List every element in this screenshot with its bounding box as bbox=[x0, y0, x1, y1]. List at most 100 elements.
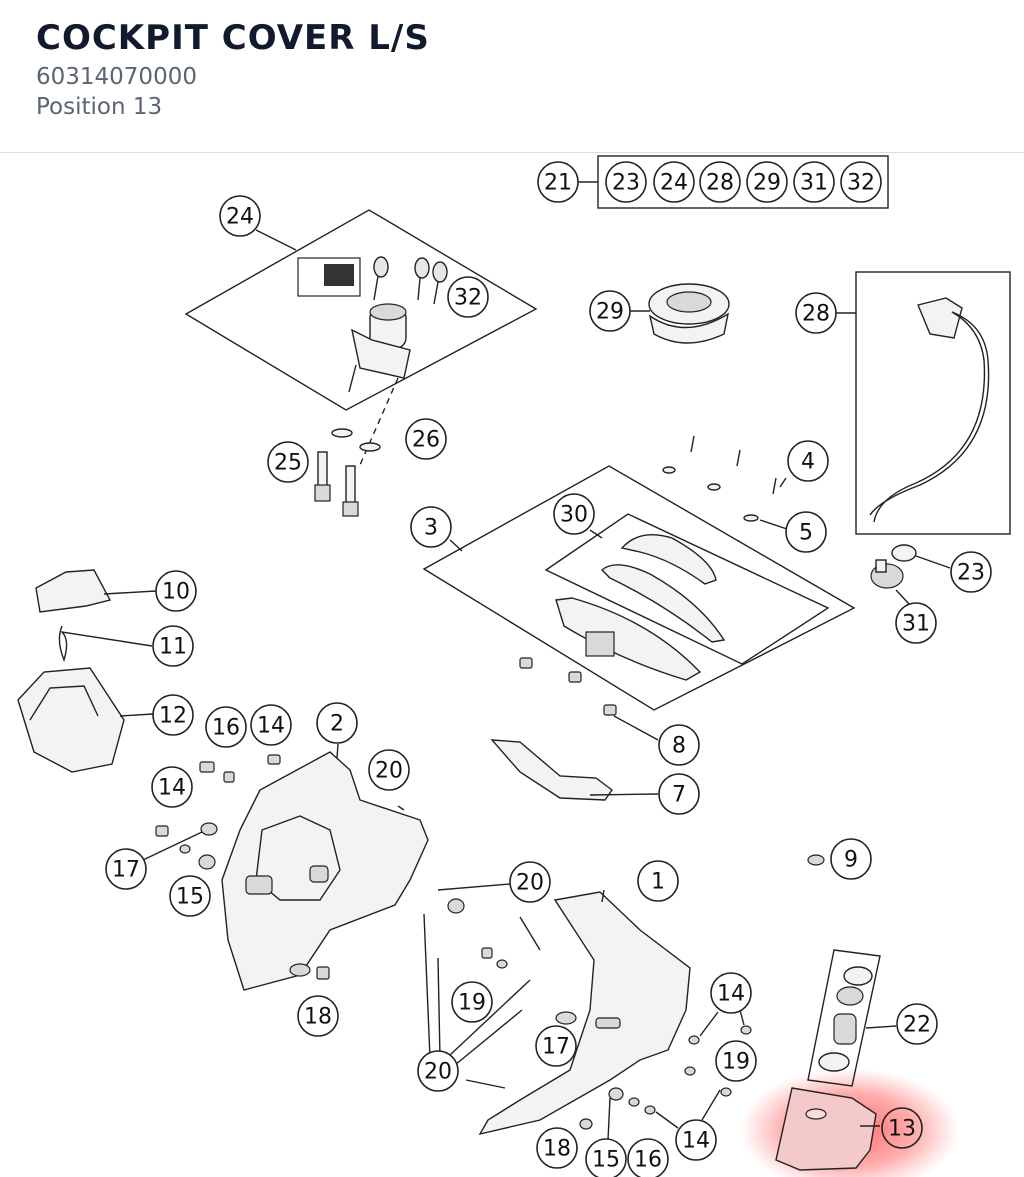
callout-31[interactable]: 31 bbox=[895, 602, 937, 644]
callout-1[interactable]: 1 bbox=[637, 860, 679, 902]
callout-8[interactable]: 8 bbox=[658, 724, 700, 766]
callout-10[interactable]: 10 bbox=[155, 570, 197, 612]
callout-26[interactable]: 26 bbox=[405, 418, 447, 460]
callout-14[interactable]: 14 bbox=[151, 766, 193, 808]
callout-31[interactable]: 31 bbox=[793, 161, 835, 203]
callout-19[interactable]: 19 bbox=[451, 981, 493, 1023]
callout-label: 29 bbox=[596, 300, 624, 325]
callout-label: 2 bbox=[330, 712, 344, 737]
callout-24[interactable]: 24 bbox=[653, 161, 695, 203]
bolt-icon bbox=[314, 428, 381, 517]
screw-set-20 bbox=[423, 883, 577, 1089]
callout-circle bbox=[219, 195, 261, 237]
callout-label: 20 bbox=[375, 759, 403, 784]
callout-15[interactable]: 15 bbox=[169, 875, 211, 917]
callout-24[interactable]: 24 bbox=[219, 195, 261, 237]
callout-label: 19 bbox=[458, 991, 486, 1016]
callout-label: 21 bbox=[544, 171, 572, 196]
callout-label: 20 bbox=[424, 1060, 452, 1085]
frame-part-2 bbox=[221, 743, 429, 991]
callout-23[interactable]: 23 bbox=[605, 161, 647, 203]
callout-28[interactable]: 28 bbox=[699, 161, 741, 203]
callout-circle bbox=[410, 506, 452, 548]
callout-15[interactable]: 15 bbox=[585, 1138, 627, 1177]
callout-5[interactable]: 5 bbox=[785, 511, 827, 553]
callout-label: 14 bbox=[717, 982, 745, 1007]
callout-label: 23 bbox=[612, 171, 640, 196]
callout-label: 17 bbox=[112, 858, 140, 883]
bushing-icons bbox=[519, 657, 659, 741]
callout-12[interactable]: 12 bbox=[152, 694, 194, 736]
callout-circle bbox=[535, 1025, 577, 1067]
callout-circle bbox=[840, 161, 882, 203]
callout-16[interactable]: 16 bbox=[627, 1138, 669, 1177]
small-hardware-icons bbox=[142, 754, 405, 980]
callout-label: 14 bbox=[158, 776, 186, 801]
callout-circle bbox=[715, 1040, 757, 1082]
callout-3[interactable]: 3 bbox=[410, 506, 452, 548]
callout-circle bbox=[950, 551, 992, 593]
callout-circle bbox=[451, 981, 493, 1023]
callout-18[interactable]: 18 bbox=[297, 995, 339, 1037]
callout-2[interactable]: 2 bbox=[316, 702, 358, 744]
callout-30[interactable]: 30 bbox=[553, 493, 595, 535]
callout-22[interactable]: 22 bbox=[896, 1003, 938, 1045]
callout-circle bbox=[155, 570, 197, 612]
callout-14[interactable]: 14 bbox=[675, 1119, 717, 1161]
callout-21[interactable]: 21 bbox=[537, 161, 579, 203]
callout-14[interactable]: 14 bbox=[250, 704, 292, 746]
callout-19[interactable]: 19 bbox=[715, 1040, 757, 1082]
callout-32[interactable]: 32 bbox=[447, 276, 489, 318]
callout-label: 7 bbox=[672, 783, 686, 808]
callout-28[interactable]: 28 bbox=[795, 292, 837, 334]
callout-label: 31 bbox=[902, 612, 930, 637]
position-label: Position 13 bbox=[36, 94, 163, 120]
callout-circle bbox=[585, 1138, 627, 1177]
callout-circle bbox=[536, 1127, 578, 1169]
callout-7[interactable]: 7 bbox=[658, 773, 700, 815]
callout-circle bbox=[152, 625, 194, 667]
callout-11[interactable]: 11 bbox=[152, 625, 194, 667]
lock-assembly-frame-22 bbox=[807, 949, 881, 1087]
callout-label: 16 bbox=[634, 1148, 662, 1173]
callout-circle bbox=[152, 694, 194, 736]
callout-circle bbox=[658, 773, 700, 815]
callout-circle bbox=[895, 602, 937, 644]
callout-label: 18 bbox=[543, 1137, 571, 1162]
callout-16[interactable]: 16 bbox=[205, 706, 247, 748]
callout-label: 20 bbox=[516, 871, 544, 896]
callout-circle bbox=[675, 1119, 717, 1161]
callout-20[interactable]: 20 bbox=[368, 749, 410, 791]
callout-9[interactable]: 9 bbox=[830, 838, 872, 880]
callout-20[interactable]: 20 bbox=[417, 1050, 459, 1092]
callout-29[interactable]: 29 bbox=[746, 161, 788, 203]
callout-label: 31 bbox=[800, 171, 828, 196]
callout-17[interactable]: 17 bbox=[535, 1025, 577, 1067]
ignition-lock-icon bbox=[348, 303, 411, 466]
callout-20[interactable]: 20 bbox=[509, 861, 551, 903]
callout-23[interactable]: 23 bbox=[950, 551, 992, 593]
callout-circle bbox=[896, 1003, 938, 1045]
callout-14[interactable]: 14 bbox=[710, 972, 752, 1014]
callout-circle bbox=[417, 1050, 459, 1092]
callout-label: 28 bbox=[706, 171, 734, 196]
callout-label: 15 bbox=[176, 885, 204, 910]
callout-29[interactable]: 29 bbox=[589, 290, 631, 332]
part-7-bracket bbox=[490, 739, 613, 801]
callout-label: 5 bbox=[799, 521, 813, 546]
callout-4[interactable]: 4 bbox=[787, 440, 829, 482]
callout-circle bbox=[785, 511, 827, 553]
callout-17[interactable]: 17 bbox=[105, 848, 147, 890]
callout-label: 28 bbox=[802, 302, 830, 327]
callout-label: 1 bbox=[651, 870, 665, 895]
callout-25[interactable]: 25 bbox=[267, 441, 309, 483]
callout-32[interactable]: 32 bbox=[840, 161, 882, 203]
callout-13[interactable]: 13 bbox=[881, 1107, 923, 1149]
callout-label: 22 bbox=[903, 1013, 931, 1038]
spring-icon bbox=[58, 625, 153, 663]
callout-circle bbox=[881, 1107, 923, 1149]
page-header: COCKPIT COVER L/S 60314070000 Position 1… bbox=[0, 0, 1024, 152]
callout-18[interactable]: 18 bbox=[536, 1127, 578, 1169]
callout-circle bbox=[405, 418, 447, 460]
